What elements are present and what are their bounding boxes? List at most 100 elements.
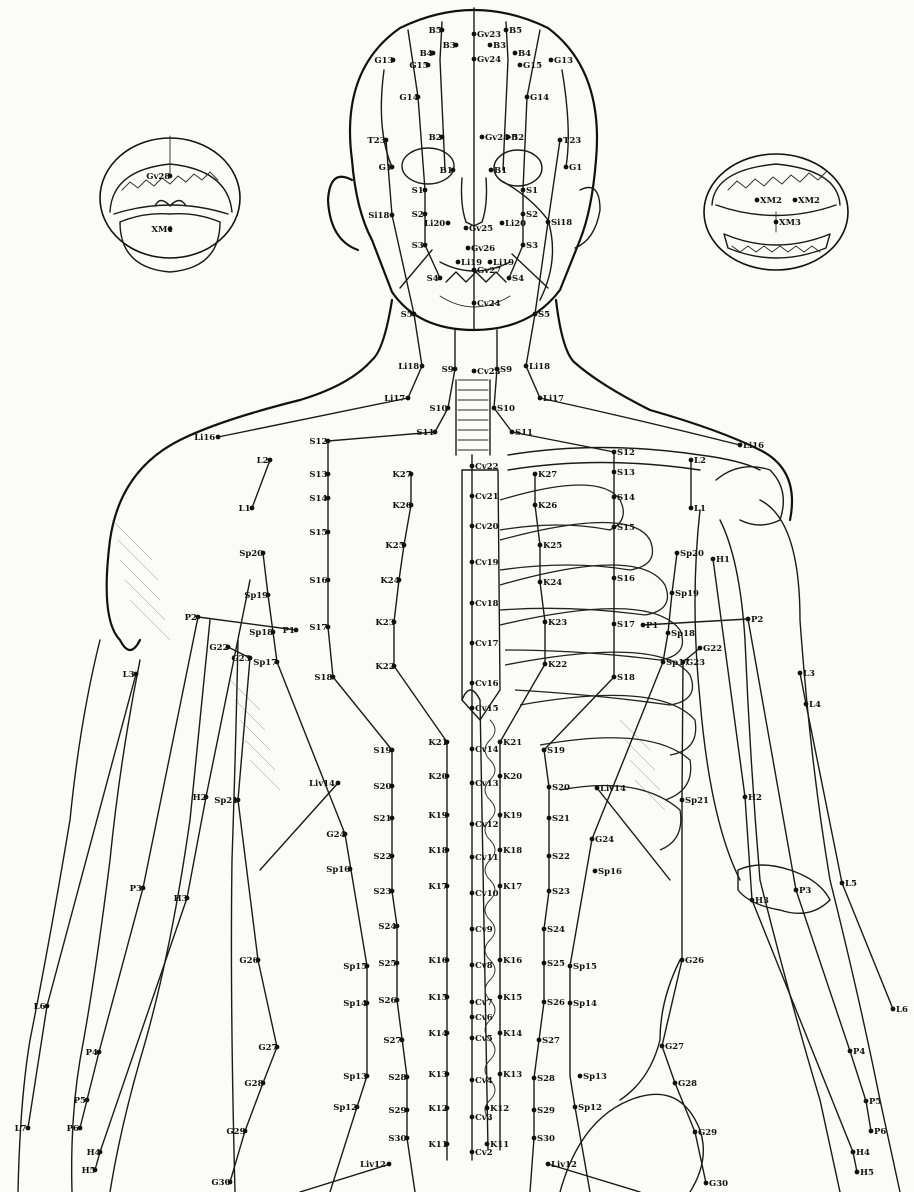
acupoint: S17 <box>612 620 635 630</box>
acupoint-label: K15 <box>503 993 522 1003</box>
acupoint-label: G13 <box>554 56 573 66</box>
acupoint: XM2 <box>755 196 782 206</box>
acupoint: Cv9 <box>470 925 493 935</box>
acupoint-marker <box>470 822 475 827</box>
acupoint-label: L4 <box>809 700 821 710</box>
acupoint: Cv20 <box>470 522 499 532</box>
acupoint: P4 <box>848 1047 866 1057</box>
acupoint-label: Li17 <box>543 394 564 404</box>
acupoint-marker <box>693 1130 698 1135</box>
acupoint: Sp14 <box>568 999 597 1009</box>
acupoint-marker <box>612 470 617 475</box>
acupoint: B3 <box>443 41 459 51</box>
acupoint-label: Cv14 <box>475 745 499 755</box>
acupoint-marker <box>498 813 503 818</box>
acupoint-label: K12 <box>490 1104 509 1114</box>
acupoint-label: Gv23 <box>477 30 501 40</box>
acupoint-marker <box>470 706 475 711</box>
acupoint: XM2 <box>793 196 820 206</box>
acupoint: S28 <box>388 1073 409 1083</box>
acupoint-label: S15 <box>617 523 635 533</box>
acupoint: B1 <box>440 166 456 176</box>
acupoint: S26 <box>542 998 565 1008</box>
acupoint: S12 <box>309 437 330 447</box>
acupoint-label: K16 <box>503 956 522 966</box>
acupoint: K25 <box>385 541 406 551</box>
acupoint: H5 <box>855 1168 874 1178</box>
acupoint-label: S2 <box>526 210 538 220</box>
acupoint-label: G22 <box>703 644 722 654</box>
acupoint: H3 <box>174 894 190 904</box>
acupoint: S23 <box>547 887 570 897</box>
acupoint-label: S20 <box>373 782 391 792</box>
acupoint: S25 <box>542 959 565 969</box>
acupoint: S14 <box>309 494 330 504</box>
acupoint-label: S1 <box>526 186 538 196</box>
acupoint: G27 <box>258 1043 279 1053</box>
acupoint-label: Cv9 <box>475 925 493 935</box>
acupoint-marker <box>390 213 395 218</box>
acupoint-label: K14 <box>503 1029 522 1039</box>
acupoint-label: K25 <box>385 541 404 551</box>
acupoint-label: L1 <box>694 504 706 514</box>
acupoint: K11 <box>428 1140 449 1150</box>
acupoint-marker <box>704 1181 709 1186</box>
acupoint-label: Cv2 <box>475 1148 493 1158</box>
acupoint-label: Cv8 <box>475 961 493 971</box>
acupoint: S17 <box>309 623 330 633</box>
acupoint-label: G14 <box>530 93 549 103</box>
acupoint-marker <box>472 57 477 62</box>
acupoint-marker <box>641 623 646 628</box>
acupoint-label: H5 <box>82 1166 96 1176</box>
acupoint: S12 <box>612 448 635 458</box>
acupoint-label: K25 <box>543 541 562 551</box>
acupoint-label: B4 <box>420 49 433 59</box>
acupoint: Cv6 <box>470 1013 493 1023</box>
acupoint-label: Sp14 <box>343 999 367 1009</box>
acupoint-label: S16 <box>309 576 327 586</box>
acupoint-label: Sp15 <box>573 962 597 972</box>
acupoint-label: B5 <box>509 26 522 36</box>
acupoint: H4 <box>87 1148 103 1158</box>
acupoint-marker <box>698 646 703 651</box>
acupoint: Cv3 <box>470 1113 493 1123</box>
acupoint-marker <box>542 748 547 753</box>
acupoint: Cv21 <box>470 492 499 502</box>
acupoint-label: S10 <box>429 404 447 414</box>
acupoint: L1 <box>239 504 255 514</box>
acupoint-marker <box>755 198 760 203</box>
acupoint-label: Cv21 <box>475 492 499 502</box>
acupoint-label: L5 <box>845 879 857 889</box>
acupoint-marker <box>864 1099 869 1104</box>
acupoint: G22 <box>698 644 723 654</box>
acupoint-label: Sp12 <box>333 1103 357 1113</box>
acupoint-label: Sp19 <box>244 591 268 601</box>
acupoint-label: G14 <box>399 93 418 103</box>
acupoint-label: Si18 <box>368 211 389 221</box>
acupoint-label: Cv15 <box>475 704 499 714</box>
acupoint-label: K27 <box>392 470 411 480</box>
acupoint-label: G26 <box>239 956 258 966</box>
acupoint-label: Li16 <box>743 441 764 451</box>
acupoint-marker <box>533 503 538 508</box>
acupoint-marker <box>532 1076 537 1081</box>
acupoint: S28 <box>532 1074 555 1084</box>
acupoint-marker <box>750 898 755 903</box>
acupoint-marker <box>498 1072 503 1077</box>
acupoint-marker <box>855 1170 860 1175</box>
acupoint: G22 <box>209 643 230 653</box>
acupoint-label: Cv12 <box>475 820 499 830</box>
acupoint-label: S21 <box>373 814 391 824</box>
acupoint-label: K13 <box>503 1070 522 1080</box>
acupoint-label: Sp20 <box>239 549 263 559</box>
acupoint: Cv8 <box>470 961 493 971</box>
acupoint: K14 <box>498 1029 523 1039</box>
acupoint-label: S19 <box>547 746 565 756</box>
acupoint-label: Sp12 <box>578 1103 602 1113</box>
acupoint-marker <box>851 1150 856 1155</box>
acupoint-marker <box>533 472 538 477</box>
acupoint-label: G28 <box>678 1079 697 1089</box>
acupoint: Sp15 <box>568 962 597 972</box>
acupoint: S29 <box>532 1106 555 1116</box>
acupoint-label: S12 <box>617 448 635 458</box>
